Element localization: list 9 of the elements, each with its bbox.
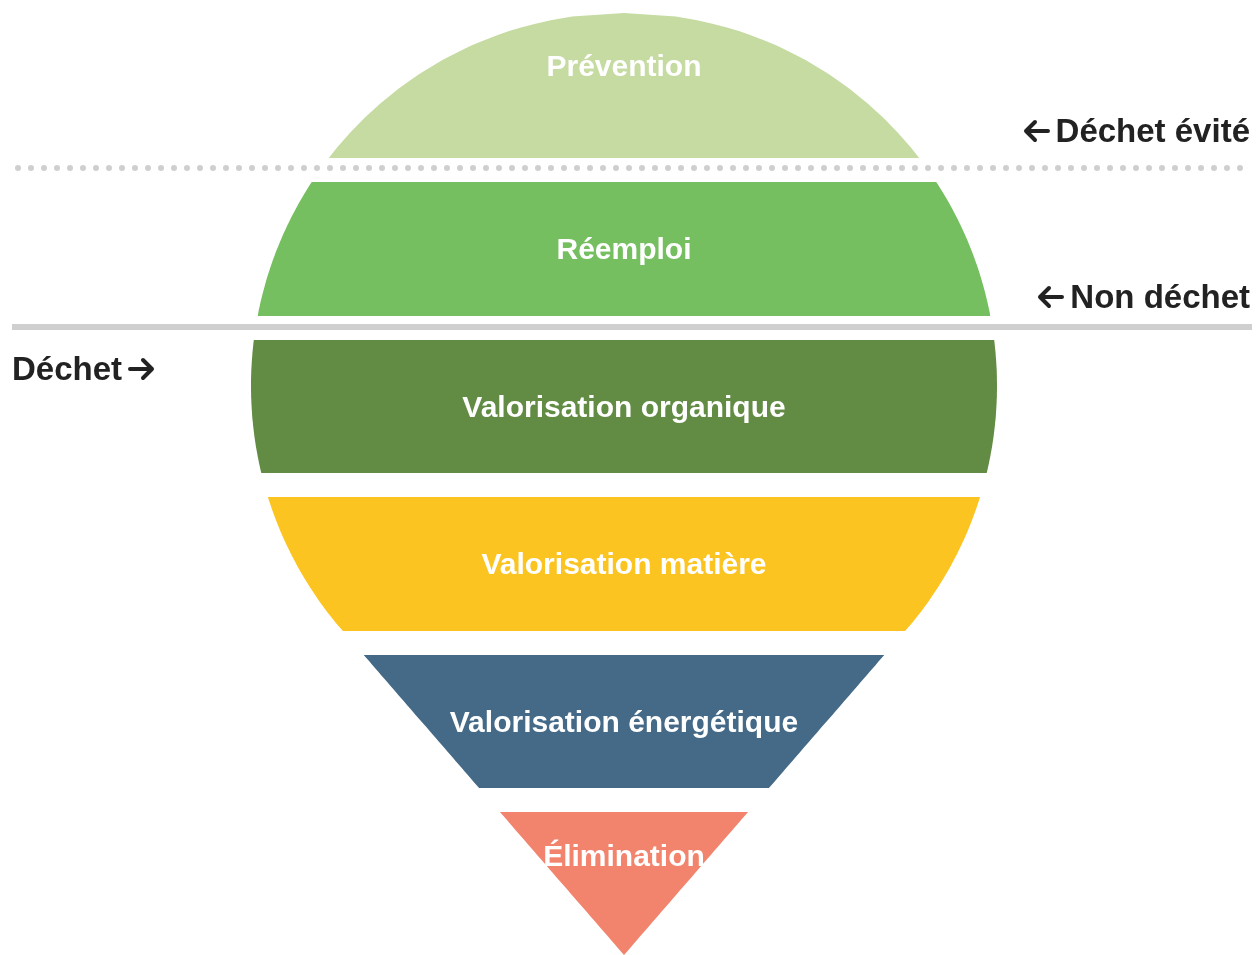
band-label: Valorisation matière xyxy=(481,547,767,581)
band-label: Élimination xyxy=(543,838,705,873)
category-label: Déchet évité xyxy=(1055,112,1250,150)
category-label: Non déchet xyxy=(1070,278,1250,316)
band-label: Prévention xyxy=(546,48,702,83)
category-label: Déchet xyxy=(12,350,123,388)
band-label: Valorisation organique xyxy=(462,389,786,424)
band-label: Réemploi xyxy=(556,232,692,266)
band-label: Valorisation énergétique xyxy=(449,704,799,739)
